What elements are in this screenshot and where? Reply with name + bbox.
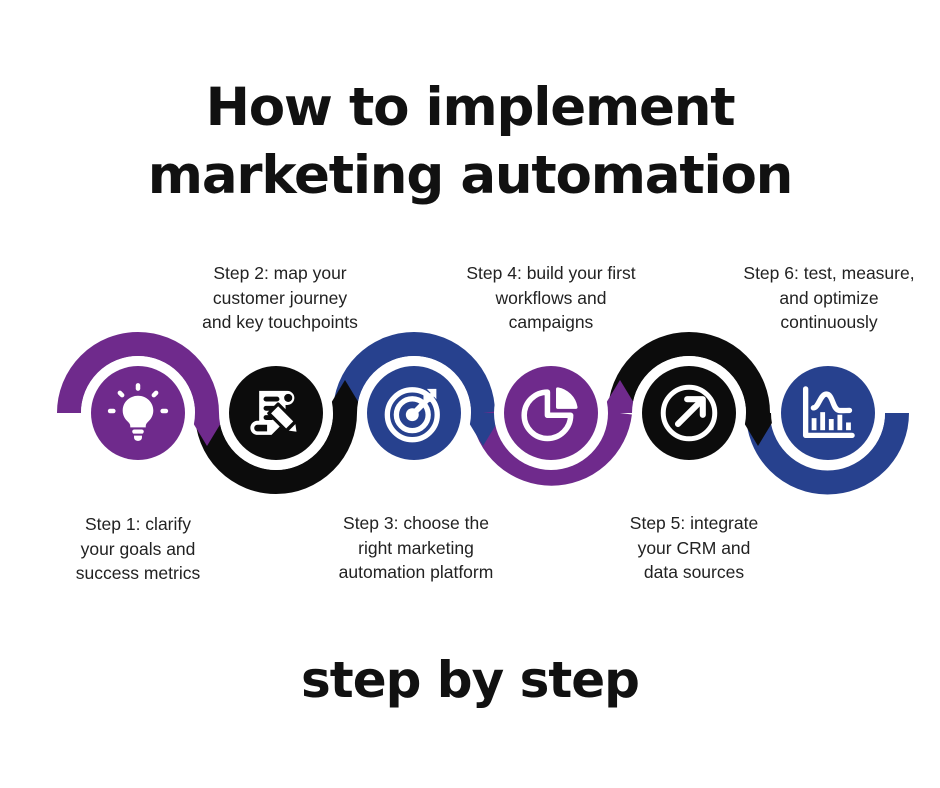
step-node-6[interactable] bbox=[781, 366, 875, 460]
step-label-4: Step 4: build your first workflows and c… bbox=[466, 263, 636, 332]
step-label-5: Step 5: integrate your CRM and data sour… bbox=[629, 513, 759, 582]
step-node-2[interactable] bbox=[229, 366, 323, 460]
step-label-6: Step 6: test, measure, and optimize cont… bbox=[743, 263, 915, 332]
footer-text: step by step bbox=[301, 651, 640, 709]
step-circle-6 bbox=[781, 366, 875, 460]
flow-arrow-1 bbox=[187, 413, 227, 446]
connector-arc-1 bbox=[57, 332, 219, 414]
step-node-5[interactable] bbox=[642, 366, 736, 460]
connector-arc-2 bbox=[195, 412, 357, 494]
target-arrow-icon bbox=[387, 389, 437, 440]
title-line-2: marketing automation bbox=[147, 145, 794, 206]
step-node-1[interactable] bbox=[91, 366, 185, 460]
footer-tagline: step by step bbox=[0, 648, 940, 712]
connector-arc-3 bbox=[333, 332, 495, 414]
connector-arc-6 bbox=[746, 412, 909, 495]
connector-arc-5 bbox=[608, 332, 770, 414]
title-line-1: How to implement bbox=[205, 77, 736, 138]
flow-arrow-5 bbox=[738, 413, 778, 446]
step-node-4[interactable] bbox=[504, 366, 598, 460]
flow-arrow-2 bbox=[325, 380, 365, 413]
step-label-2: Step 2: map your customer journey and ke… bbox=[202, 263, 358, 332]
step-node-3[interactable] bbox=[367, 366, 461, 460]
step-label-1: Step 1: clarify your goals and success m… bbox=[75, 514, 201, 583]
step-label-3: Step 3: choose the right marketing autom… bbox=[338, 513, 494, 582]
flow-arrow-3 bbox=[463, 413, 503, 446]
page-title: How to implement marketing automation bbox=[0, 74, 940, 210]
connector-arc-4 bbox=[471, 411, 632, 486]
flow-arrow-4 bbox=[600, 380, 640, 413]
